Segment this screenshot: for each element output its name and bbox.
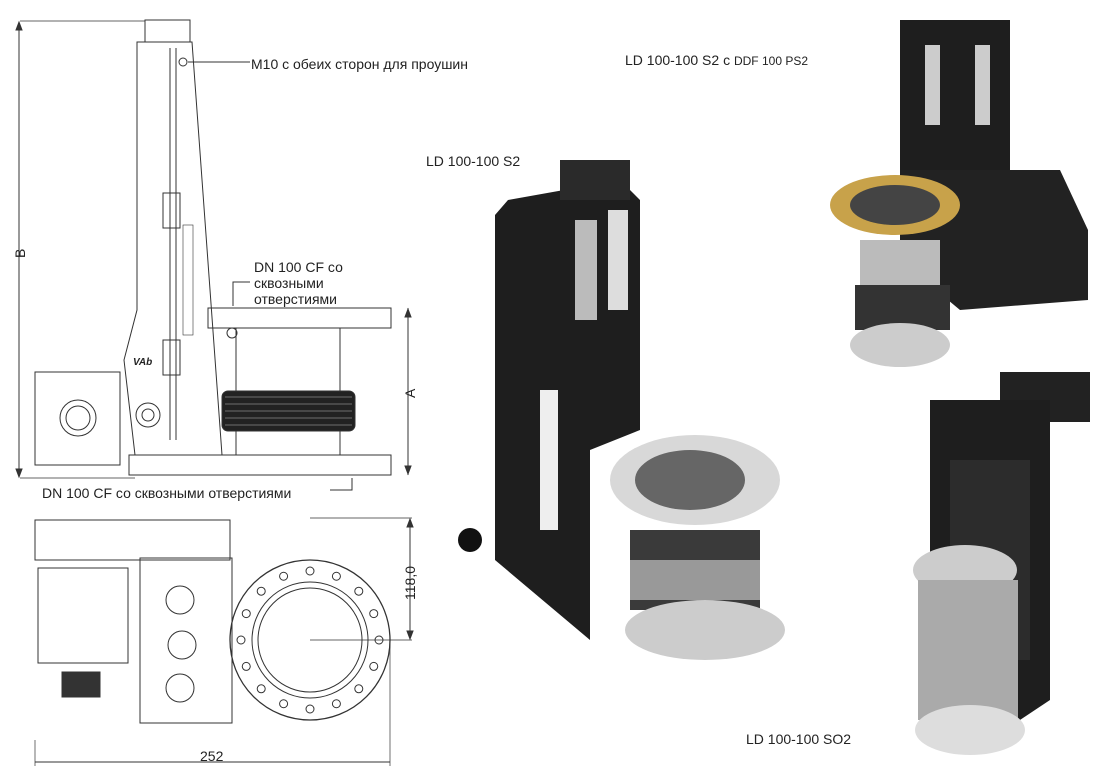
bottom-view [34, 517, 414, 766]
title-suffix: DDF 100 PS2 [733, 54, 809, 68]
bolt-hole [354, 586, 364, 596]
product-title-ld-ddf: LD 100-100 S2 с DDF 100 PS2 [625, 52, 808, 69]
dim-b-label: B [12, 248, 28, 258]
callout-top-flange-3: отверстиями [254, 291, 338, 307]
bolt-hole [241, 661, 251, 671]
bolt-hole [331, 699, 341, 709]
product-title-ld-s2: LD 100-100 S2 [426, 153, 521, 169]
render-ld-so2 [913, 372, 1090, 755]
callout-top-flange-1: DN 100 CF со [254, 259, 343, 275]
side-view [15, 19, 412, 491]
bolt-hole [279, 571, 289, 581]
callout-top-flange-2: сквозными [254, 275, 324, 291]
bolt-hole [305, 704, 315, 714]
bolt-hole [331, 571, 341, 581]
bolt-hole [354, 684, 364, 694]
bolt-hole [369, 609, 379, 619]
dim-height-label: 118,0 [402, 566, 418, 600]
bolt-hole [241, 609, 251, 619]
render-ld-ddf [830, 20, 1088, 367]
dim-width-label: 252 [200, 748, 224, 764]
bolt-hole [305, 566, 315, 576]
callout-m10: M10 с обеих сторон для проушин [251, 56, 468, 72]
brand-logo: VAb [133, 357, 153, 368]
product-title-ld-so2: LD 100-100 SO2 [746, 731, 852, 747]
bolt-hole [369, 661, 379, 671]
title-main: LD 100-100 S2 с [625, 52, 731, 68]
render-ld-100-100-s2 [458, 160, 785, 660]
bolt-hole [256, 586, 266, 596]
bolt-hole [236, 635, 246, 645]
bolt-hole [256, 684, 266, 694]
bolt-hole [279, 699, 289, 709]
callout-bottom-flange: DN 100 CF со сквозными отверстиями [42, 485, 292, 501]
dim-a-label: A [402, 388, 418, 398]
